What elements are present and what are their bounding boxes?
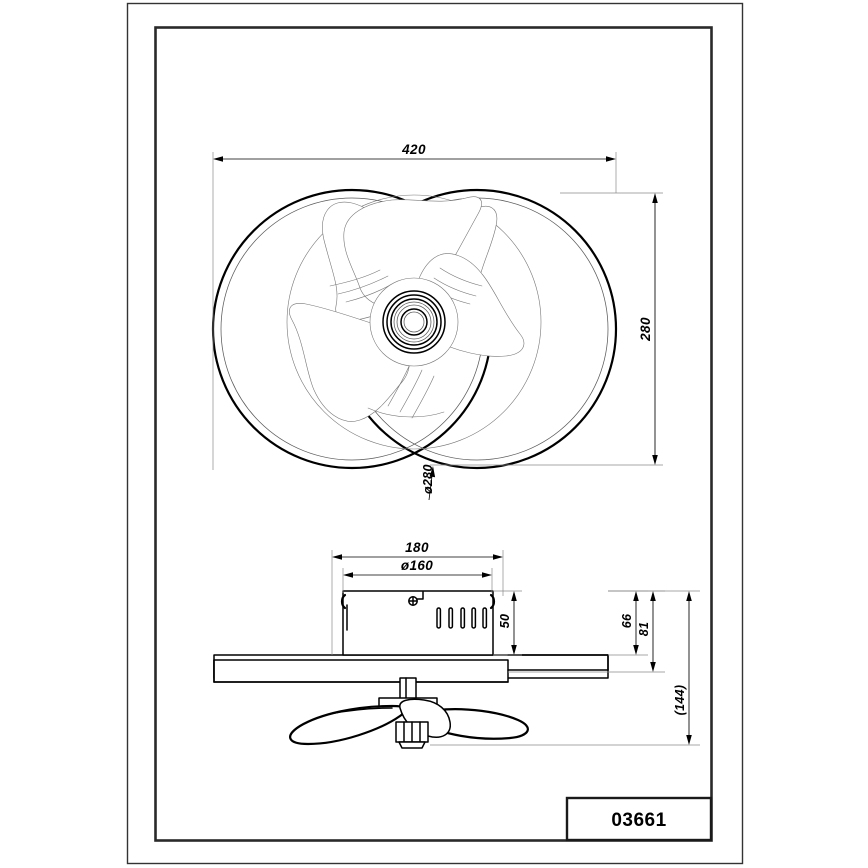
dimension-overall-depth: 280 [430,192,663,466]
fan-blades-side [289,698,529,746]
dimension-label-420: 420 [401,142,426,157]
housing-right-edge [489,593,496,610]
shaft-body [399,677,417,701]
part-number-label: 03661 [611,810,666,831]
dimension-label-180: 180 [405,540,429,555]
outer-frame [126,2,744,865]
bottom-finial [395,721,429,749]
inner-frame [154,26,713,842]
title-block-box [565,796,713,842]
housing-screw-icon [408,591,424,606]
dimension-label-81: 81 [637,622,651,637]
dimension-housing-diameter: ø160 [342,558,493,593]
dimension-overall-width: 420 [212,142,617,470]
fan-hub [369,277,459,367]
dimension-label-144: (144) [673,685,687,716]
title-block: 03661 [565,796,713,842]
dimension-overall-height: (144) [430,590,700,746]
dimension-label-dia280: ø280 [421,464,435,494]
plate-body-lower [213,659,509,683]
dimension-label-66: 66 [620,613,634,628]
blade-edge-line [328,707,393,715]
dimension-label-dia160: ø160 [401,558,433,573]
blade-sweep-circle [286,194,542,450]
dimension-housing-width: 180 [331,540,504,655]
motor-housing [340,590,496,656]
dimension-label-50: 50 [498,614,512,629]
housing-left-edge [340,593,347,610]
sheet-frames [126,2,744,865]
housing-vent-slots [436,607,488,629]
dimension-height-66: 66 [608,590,648,656]
fan-side-view: 180 ø160 50 66 [213,540,700,749]
drive-shaft [399,677,417,701]
dimension-blade-sweep: ø280 [421,464,436,501]
dimension-housing-height: 50 [493,590,522,656]
fan-top-view: 420 280 ø280 [211,142,663,501]
housing-box [342,590,494,656]
dimension-label-280: 280 [638,317,653,342]
